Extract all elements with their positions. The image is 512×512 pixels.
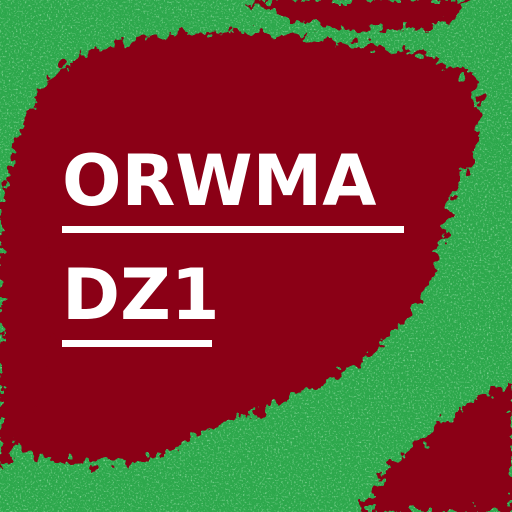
- zone-label-line-2: DZ1: [62, 260, 220, 347]
- danger-zone-edge-bottom-right: [360, 380, 512, 512]
- danger-zone-edge-left: [0, 220, 60, 470]
- danger-zone-edge-top: [250, 0, 470, 30]
- danger-zone-area: [0, 32, 481, 464]
- zone-label-line-1: ORWMA: [62, 146, 404, 233]
